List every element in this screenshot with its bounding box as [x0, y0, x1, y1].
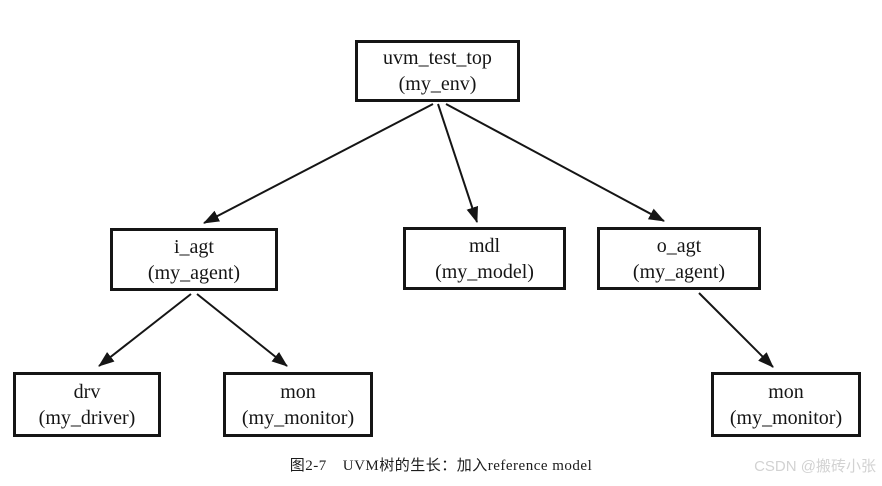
edge-top-to-mdl — [437, 103, 478, 223]
watermark: CSDN @搬砖小张 — [754, 458, 876, 475]
node-mon-output: mon (my_monitor) — [711, 372, 861, 437]
node-o-agt: o_agt (my_agent) — [597, 227, 761, 290]
node-title: i_agt — [174, 235, 214, 258]
figure-label: 图2-7 — [289, 458, 327, 474]
edge-oagt-to-mon — [698, 292, 774, 368]
node-title: mdl — [468, 234, 501, 257]
node-subtitle: (my_model) — [435, 260, 534, 283]
caption-text: UVM树的生长：加入reference model — [342, 458, 593, 474]
node-mdl: mdl (my_model) — [403, 227, 566, 290]
node-title: o_agt — [656, 234, 702, 257]
edge-top-to-iagt — [203, 103, 434, 224]
node-title: drv — [73, 380, 101, 403]
node-subtitle: (my_agent) — [632, 260, 726, 283]
node-subtitle: (my_env) — [398, 73, 477, 95]
node-subtitle: (my_agent) — [147, 261, 241, 284]
node-subtitle: (my_driver) — [38, 406, 136, 429]
edge-iagt-to-mon — [196, 293, 288, 367]
node-subtitle: (my_monitor) — [729, 406, 843, 429]
node-title: mon — [280, 380, 316, 403]
figure-caption: 图2-7 UVM树的生长：加入reference model — [0, 454, 882, 475]
node-title: mon — [768, 380, 804, 403]
node-title: uvm_test_top — [383, 47, 492, 69]
node-mon-input: mon (my_monitor) — [223, 372, 373, 437]
edge-iagt-to-drv — [98, 293, 192, 367]
node-i-agt: i_agt (my_agent) — [110, 228, 278, 291]
node-uvm-test-top: uvm_test_top (my_env) — [355, 40, 520, 102]
node-drv: drv (my_driver) — [13, 372, 161, 437]
node-subtitle: (my_monitor) — [241, 406, 355, 429]
edge-top-to-oagt — [445, 103, 665, 222]
